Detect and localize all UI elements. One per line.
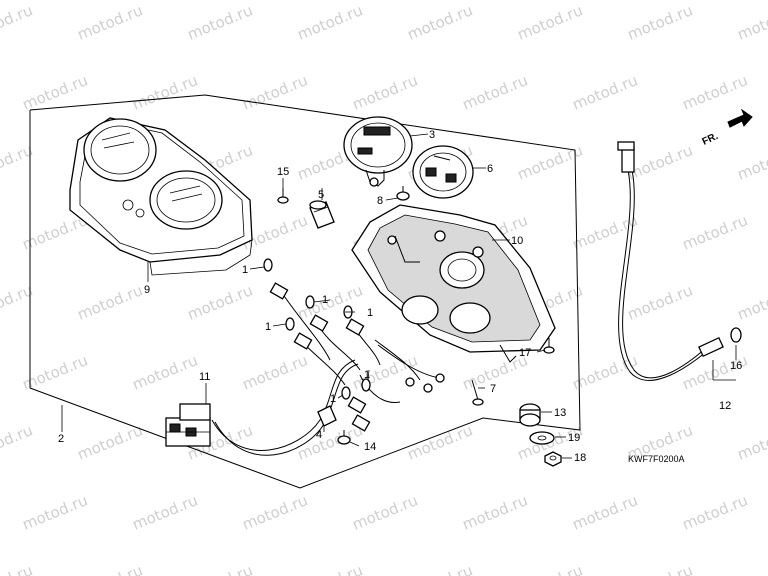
watermark-text: motod.ru: [185, 281, 256, 323]
watermark-text: motod.ru: [75, 1, 146, 43]
small-leaders: [249, 266, 546, 447]
grommet-13: [519, 403, 541, 427]
callout-14: 14: [364, 441, 376, 453]
harness-connector: [165, 403, 211, 447]
watermark-text: motod.ru: [680, 71, 751, 113]
direction-label: FR.: [701, 131, 720, 148]
callout-10: 10: [511, 235, 523, 247]
callout-12: 12: [719, 400, 731, 412]
socket-5: [309, 200, 335, 229]
watermark-text: motod.ru: [130, 71, 201, 113]
callout-8: 8: [377, 195, 383, 207]
callout-4: 4: [316, 429, 322, 441]
callout-11: 11: [199, 371, 210, 383]
watermark-text: motod.ru: [570, 491, 641, 533]
watermark-text: motod.ru: [625, 141, 696, 183]
watermark-text: motod.ru: [625, 281, 696, 323]
watermark-text: motod.ru: [515, 141, 586, 183]
callout-1: 1: [364, 369, 370, 381]
watermark-text: motod.ru: [240, 351, 311, 393]
watermark-text: motod.ru: [20, 491, 91, 533]
watermark-text: motod.ru: [130, 351, 201, 393]
watermark-text: motod.ru: [130, 491, 201, 533]
watermark-text: motod.ru: [350, 71, 421, 113]
watermark-text: motod.ru: [20, 71, 91, 113]
watermark-text: motod.ru: [405, 1, 476, 43]
fuel-gauge: [412, 145, 474, 199]
callout-7: 7: [490, 383, 496, 395]
callout-9: 9: [144, 284, 150, 296]
callout-19: 19: [568, 432, 580, 444]
callout-1: 1: [322, 294, 328, 306]
watermark-text: motod.ru: [295, 561, 366, 576]
watermark-text: motod.ru: [515, 1, 586, 43]
watermark-text: motod.ru: [350, 491, 421, 533]
watermark-text: motod.ru: [570, 71, 641, 113]
washer-19: [529, 431, 555, 445]
watermark-text: motod.ru: [240, 71, 311, 113]
watermark-text: motod.ru: [625, 1, 696, 43]
callout-17: 17: [519, 347, 531, 359]
watermark-text: motod.ru: [75, 421, 146, 463]
watermark-text: motod.ru: [735, 141, 768, 183]
watermark-text: motod.ru: [405, 421, 476, 463]
bolt-7: [471, 379, 484, 406]
callout-5: 5: [318, 189, 324, 201]
watermark-text: motod.ru: [0, 421, 35, 463]
socket-4: [317, 405, 337, 427]
watermark-text: motod.ru: [295, 281, 366, 323]
callout-2: 2: [58, 433, 64, 445]
meter-visor: [69, 117, 253, 276]
watermark-text: motod.ru: [75, 281, 146, 323]
watermark-text: motod.ru: [515, 561, 586, 576]
watermark-text: motod.ru: [735, 421, 768, 463]
screw-14: [337, 430, 351, 445]
callout-1: 1: [265, 321, 271, 333]
watermark-text: motod.ru: [735, 281, 768, 323]
watermark-text: motod.ru: [185, 561, 256, 576]
watermark-text: motod.ru: [75, 561, 146, 576]
front-direction-arrow-icon: [727, 108, 753, 128]
screw-8: [396, 186, 410, 201]
diagram-code: KWF7F0200A: [628, 454, 685, 464]
nut-18: [544, 451, 562, 467]
watermark-text: motod.ru: [680, 491, 751, 533]
callout-13: 13: [554, 407, 566, 419]
watermark-text: motod.ru: [0, 561, 35, 576]
watermark-text: motod.ru: [570, 351, 641, 393]
speedometer: [343, 116, 413, 187]
watermark-text: motod.ru: [735, 1, 768, 43]
speedometer-cable: [617, 141, 742, 381]
watermark-text: motod.ru: [680, 351, 751, 393]
leader-3: [409, 133, 429, 137]
watermark-text: motod.ru: [680, 211, 751, 253]
watermark-text: motod.ru: [735, 561, 768, 576]
screw-15: [277, 188, 289, 204]
callout-18: 18: [574, 452, 586, 464]
watermark-text: motod.ru: [295, 1, 366, 43]
callout-6: 6: [487, 163, 493, 175]
watermark-text: motod.ru: [625, 561, 696, 576]
watermark-text: motod.ru: [460, 71, 531, 113]
callout-3: 3: [429, 129, 435, 141]
watermark-text: motod.ru: [240, 491, 311, 533]
watermark-text: motod.ru: [185, 1, 256, 43]
callout-1: 1: [367, 307, 373, 319]
watermark-text: motod.ru: [350, 351, 421, 393]
callout-numbers: 1 1 1 1 1 1 2 3 4 5 6 7 8 9 10 11 12 13 …: [58, 129, 742, 464]
watermark-text: motod.ru: [405, 561, 476, 576]
callout-15: 15: [277, 166, 289, 178]
leader-8: [385, 197, 399, 201]
callout-1: 1: [330, 393, 336, 405]
watermark-text: motod.ru: [0, 1, 35, 43]
meter-case: [351, 204, 556, 363]
callout-1: 1: [242, 264, 248, 276]
watermark-text: motod.ru: [460, 491, 531, 533]
callout-16: 16: [730, 360, 742, 372]
